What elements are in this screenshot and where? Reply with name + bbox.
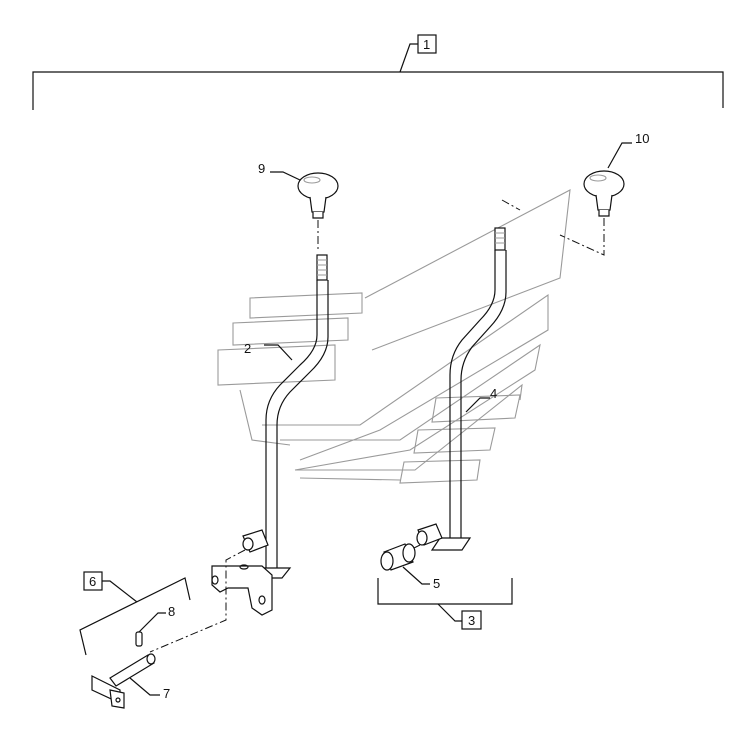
group-bracket-3: 3	[377, 578, 513, 630]
callout-1[interactable]: 1	[423, 37, 430, 52]
callout-7[interactable]: 7	[163, 686, 170, 701]
callout-2[interactable]: 2	[244, 341, 251, 356]
callout-9[interactable]: 9	[258, 161, 265, 176]
bushing-5[interactable]: 5	[380, 543, 440, 591]
callout-8[interactable]: 8	[168, 604, 175, 619]
assembly-bracket-1: 1	[32, 34, 724, 110]
group-bracket-6: 6	[79, 571, 191, 656]
callout-10[interactable]: 10	[635, 131, 649, 146]
callout-6[interactable]: 6	[89, 574, 96, 589]
callout-4[interactable]: 4	[490, 386, 497, 401]
knob-9[interactable]: 9	[258, 161, 339, 252]
shift-lever-2[interactable]: 2	[149, 254, 329, 653]
callout-3[interactable]: 3	[468, 613, 475, 628]
pin-8[interactable]: 8	[135, 604, 175, 647]
callout-5[interactable]: 5	[433, 576, 440, 591]
shaft-7[interactable]: 7	[91, 653, 170, 709]
knob-10[interactable]: 10	[501, 131, 649, 256]
decal-panels	[217, 189, 571, 484]
shift-lever-4[interactable]: 4	[416, 227, 507, 551]
